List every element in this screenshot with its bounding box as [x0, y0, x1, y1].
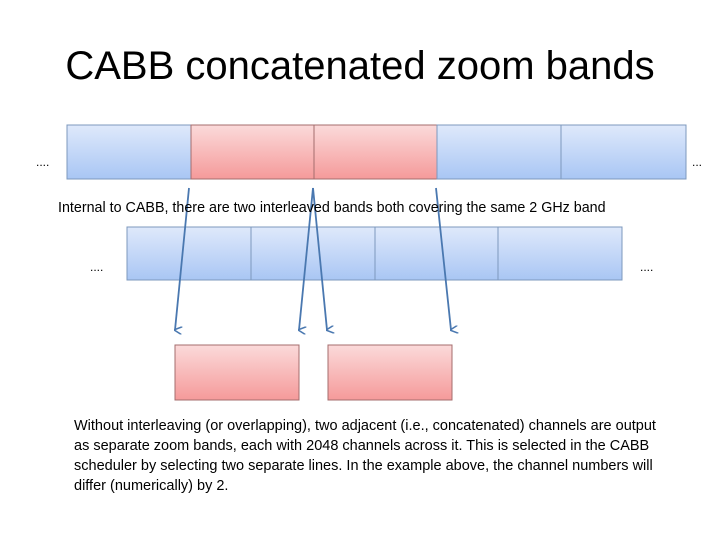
ellipsis-mid-right: .... [640, 260, 654, 274]
top-band-cell-3-selected [313, 124, 438, 180]
arrow-2 [299, 187, 314, 330]
top-band-cell-4 [436, 124, 562, 180]
ellipsis-top-right: ... [692, 155, 703, 169]
top-band-cell-5 [560, 124, 687, 180]
top-band-cell-2-selected [190, 124, 315, 180]
output-zoom-bands [174, 344, 453, 401]
mid-band-cell-2 [250, 226, 376, 281]
arrows [175, 187, 451, 330]
ellipsis-mid-left: .... [90, 260, 104, 274]
mid-band-cell-4 [497, 226, 623, 281]
middle-band-row [126, 226, 623, 281]
arrow-3 [312, 187, 327, 330]
diagram-caption: Internal to CABB, there are two interlea… [58, 200, 606, 216]
mid-band-cell-3 [374, 226, 499, 281]
description-text: Without interleaving (or overlapping), t… [74, 418, 656, 494]
zoom-band-2 [327, 344, 453, 401]
arrow-4 [435, 187, 451, 330]
arrow-1 [175, 187, 190, 330]
mid-band-cell-1 [126, 226, 252, 281]
top-band-cell-1 [66, 124, 192, 180]
zoom-band-1 [174, 344, 300, 401]
slide-title: CABB concatenated zoom bands [65, 44, 655, 88]
top-band-row [66, 124, 687, 180]
ellipsis-top-left: .... [36, 155, 50, 169]
